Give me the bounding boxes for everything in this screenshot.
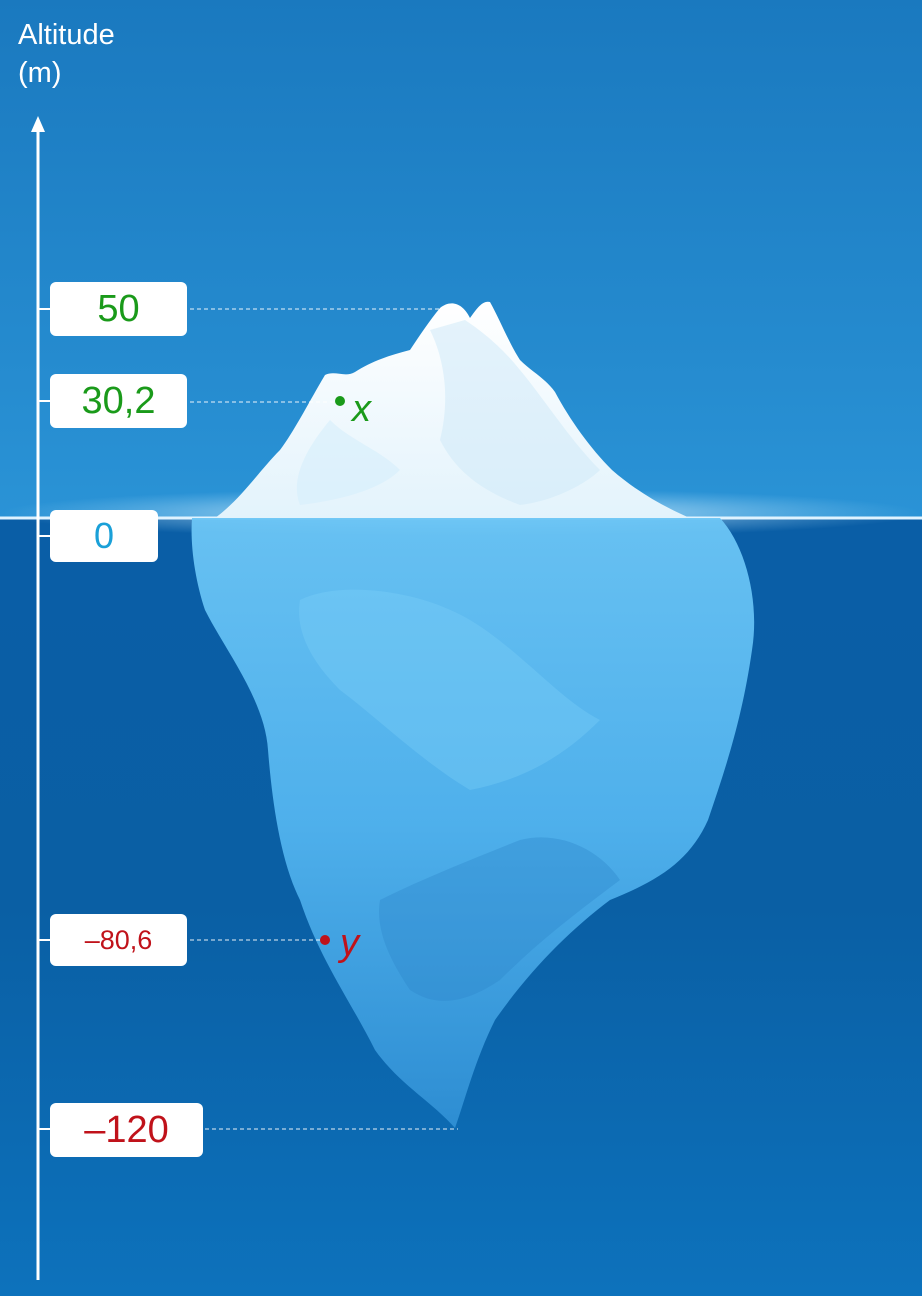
point-y-marker bbox=[320, 935, 330, 945]
axis-arrow-icon bbox=[31, 116, 45, 132]
axis-title: Altitude (m) bbox=[18, 16, 115, 92]
point-x-label: x bbox=[352, 388, 371, 430]
tick-label-50: 50 bbox=[50, 282, 187, 336]
tick-label-text: 30,2 bbox=[81, 379, 156, 422]
point-y-label: y bbox=[340, 922, 359, 964]
tick-label-minus-80-6: –80,6 bbox=[50, 914, 187, 966]
iceberg-underwater-shade-2 bbox=[379, 837, 620, 1001]
axis-title-line1: Altitude bbox=[18, 19, 115, 51]
axis-title-line2: (m) bbox=[18, 57, 62, 89]
tick-label-0: 0 bbox=[50, 510, 158, 562]
tick-label-text: –80,6 bbox=[84, 924, 153, 955]
iceberg-underwater-shade bbox=[299, 589, 600, 790]
tick-label-minus-120: –120 bbox=[50, 1103, 203, 1157]
tick-label-30-2: 30,2 bbox=[50, 374, 187, 428]
iceberg-above-shade bbox=[430, 320, 600, 505]
point-x-marker bbox=[335, 396, 345, 406]
iceberg-above-shade-2 bbox=[296, 420, 400, 505]
tick-label-text: 0 bbox=[93, 515, 115, 556]
iceberg-underwater bbox=[191, 518, 755, 1128]
tick-label-text: 50 bbox=[97, 287, 140, 330]
tick-label-text: –120 bbox=[84, 1108, 169, 1151]
